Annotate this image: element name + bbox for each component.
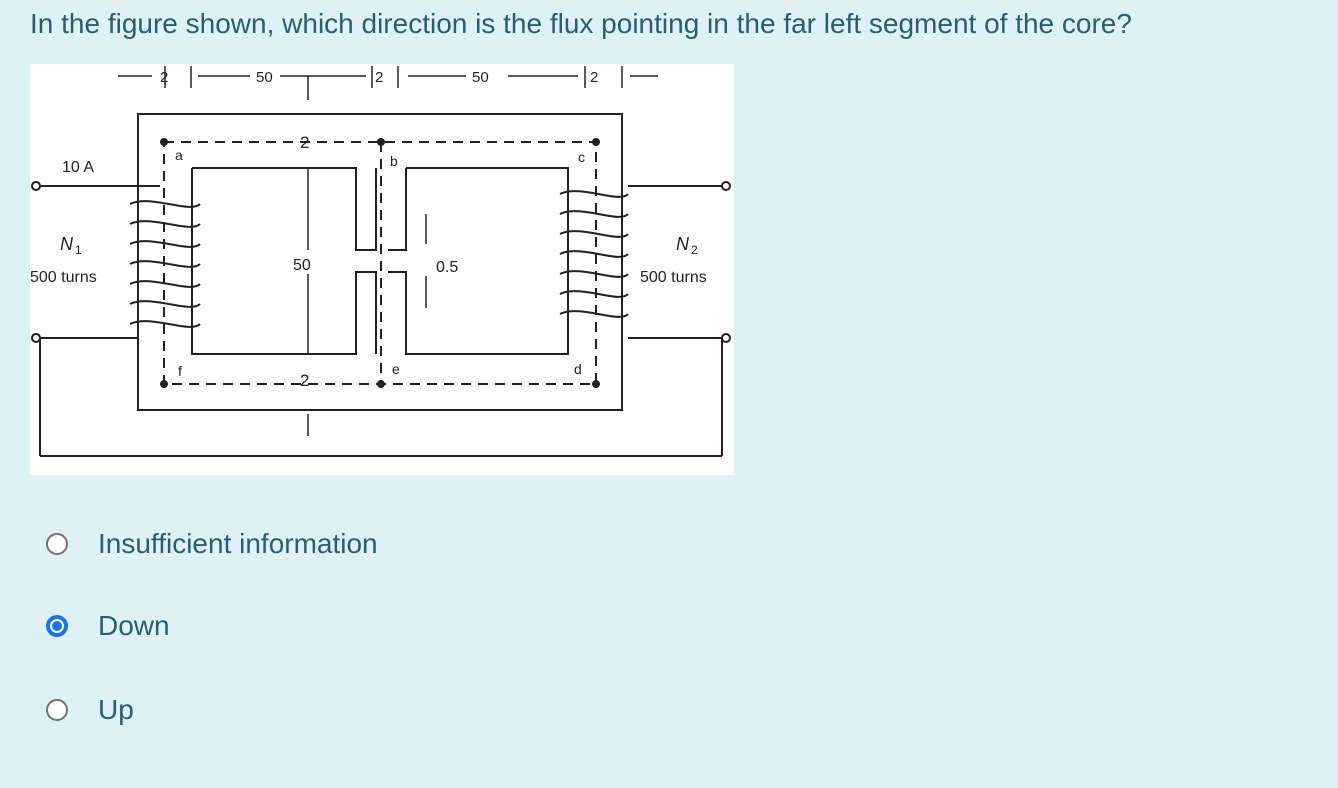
radio-button-selected[interactable]: [46, 615, 68, 637]
point-b: b: [390, 153, 398, 169]
n2-symbol: N: [676, 234, 690, 254]
n2-turns: 500 turns: [640, 269, 707, 286]
dim-top-2: 50: [256, 69, 273, 86]
option-label: Insufficient information: [98, 528, 378, 559]
inner-dim-top: 2: [300, 133, 309, 152]
gap-label: 0.5: [436, 259, 458, 276]
point-a: a: [175, 147, 183, 163]
option-down[interactable]: Down: [46, 604, 466, 648]
current-label: 10 A: [62, 159, 94, 176]
option-label: Up: [98, 694, 134, 725]
dim-top-5: 2: [590, 69, 598, 86]
radio-button[interactable]: [46, 699, 68, 721]
n1-symbol: N: [60, 234, 74, 254]
point-c: c: [578, 149, 585, 165]
magnetic-core-diagram: 2 50 2 50 2 a b c d e: [30, 66, 731, 457]
dim-top-1: 2: [160, 69, 168, 86]
inner-dim-bottom: 2: [300, 371, 309, 390]
question-text: In the figure shown, which direction is …: [30, 8, 1132, 39]
point-e: e: [392, 361, 400, 377]
n2-sub: 2: [691, 243, 698, 257]
point-f: f: [178, 363, 182, 379]
radio-button[interactable]: [46, 533, 68, 555]
n1-sub: 1: [75, 243, 82, 257]
option-up[interactable]: Up: [46, 688, 466, 732]
option-insufficient-information[interactable]: Insufficient information: [46, 522, 466, 566]
option-label: Down: [98, 610, 170, 641]
n1-turns: 500 turns: [30, 269, 97, 286]
point-d: d: [574, 361, 582, 377]
inner-height-label: 50: [293, 257, 311, 274]
core-figure: 2 50 2 50 2 a b c d e: [30, 64, 734, 475]
dim-top-4: 50: [472, 69, 489, 86]
dim-top-3: 2: [375, 69, 383, 86]
